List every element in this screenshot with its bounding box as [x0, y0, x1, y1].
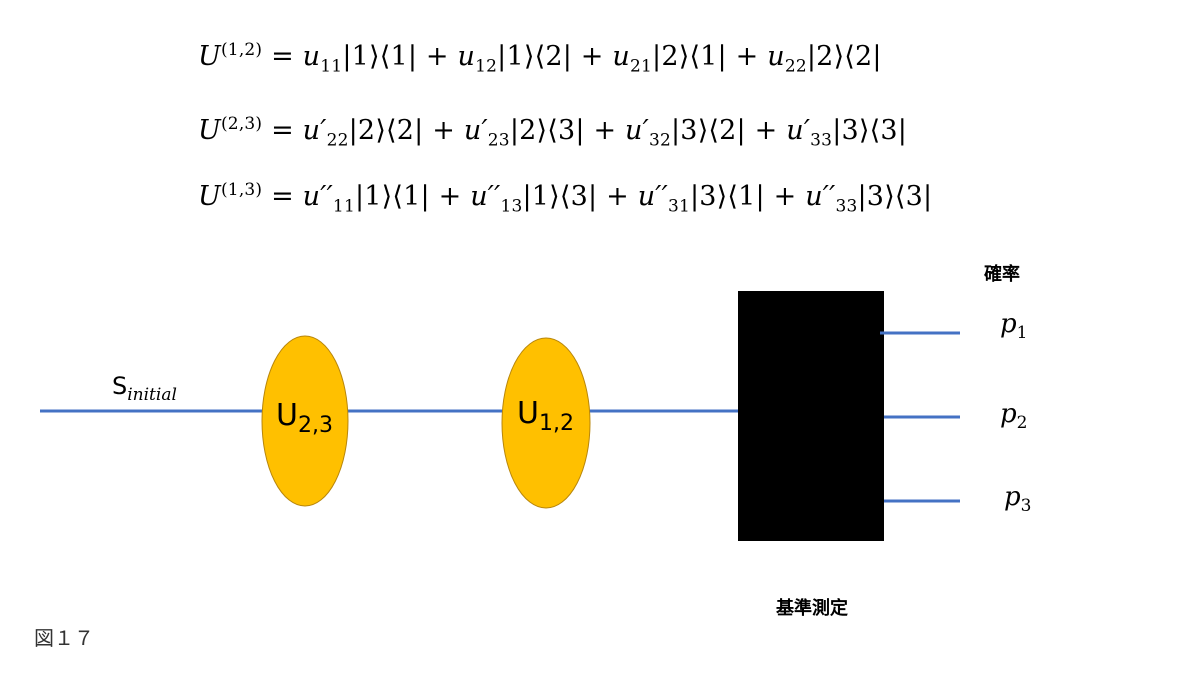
- equation-term: u′33|3⟩⟨3|: [786, 115, 908, 151]
- equation-u23: U(2,3) = u′22|2⟩⟨2| + u′23|2⟩⟨3| + u′32|…: [198, 114, 908, 151]
- equation-term: u′23|2⟩⟨3|: [463, 115, 585, 151]
- operator-u23-shape: [261, 335, 349, 507]
- equation-term: u′′31|3⟩⟨1|: [637, 181, 765, 217]
- figure-label: 図１７: [34, 626, 94, 650]
- superscript: (2,3): [220, 114, 263, 134]
- equation-term: u22|2⟩⟨2|: [767, 41, 882, 77]
- probability-p2: p2: [1000, 399, 1028, 434]
- probability-header: 確率: [984, 264, 1020, 285]
- probability-p3: p3: [1004, 482, 1032, 517]
- operator-u12-label: U1,2: [517, 396, 574, 436]
- superscript: (1,2): [220, 40, 263, 60]
- equation-term: u21|2⟩⟨1|: [612, 41, 727, 77]
- probability-p1: p1: [1000, 309, 1028, 344]
- equation-term: u′22|2⟩⟨2|: [302, 115, 424, 151]
- equation-term: u′′33|3⟩⟨3|: [805, 181, 933, 217]
- equation-u13: U(1,3) = u′′11|1⟩⟨1| + u′′13|1⟩⟨3| + u′′…: [198, 180, 933, 217]
- equation-u12: U(1,2) = u11|1⟩⟨1| + u12|1⟩⟨2| + u21|2⟩⟨…: [198, 40, 882, 77]
- input-state-label: Sinitial: [112, 372, 177, 405]
- equation-term: u′32|3⟩⟨2|: [625, 115, 746, 151]
- superscript: (1,3): [220, 180, 263, 200]
- equation-term: u′′13|1⟩⟨3|: [470, 181, 598, 217]
- equation-term: u′′11|1⟩⟨1|: [302, 181, 430, 217]
- equation-term: u11|1⟩⟨1|: [302, 41, 418, 77]
- operator-u12-shape: [501, 337, 591, 509]
- equation-term: u12|1⟩⟨2|: [457, 41, 572, 77]
- measurement-box: [738, 291, 884, 541]
- operator-u23-label: U2,3: [276, 398, 333, 438]
- measurement-label: 基準測定: [776, 598, 848, 619]
